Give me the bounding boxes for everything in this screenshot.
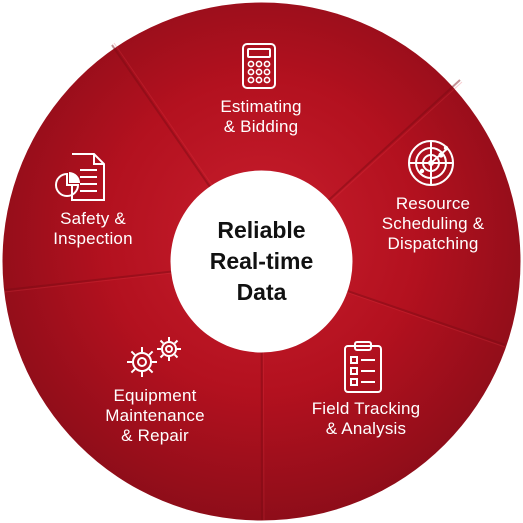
center-circle [170, 170, 353, 353]
segment-label-line: Dispatching [387, 234, 479, 253]
center-title-line: Reliable [217, 216, 306, 243]
segment-label-line: & Bidding [223, 117, 299, 136]
segment-label-line: Safety & [60, 209, 126, 228]
segment-estimating-bidding: Estimating & Bidding [196, 97, 326, 137]
segment-field-tracking: Field Tracking & Analysis [292, 399, 440, 439]
segment-label-line: Equipment [113, 386, 197, 405]
center-title-line: Data [236, 278, 287, 305]
segment-label-line: Estimating [220, 97, 302, 116]
segment-label-line: Scheduling & [381, 214, 485, 233]
center-title: Reliable Real-time Data [171, 181, 352, 341]
segment-label-line: Resource [395, 194, 471, 213]
clipboard-checklist-icon [344, 341, 382, 393]
gears-icon [127, 337, 181, 377]
segment-label-line: & Analysis [325, 419, 407, 438]
calculator-icon [242, 43, 276, 89]
segment-label-line: Field Tracking [311, 399, 421, 418]
segment-label-line: Maintenance [105, 406, 205, 425]
segment-label-line: Inspection [53, 229, 133, 248]
pie-chart-document-icon [55, 153, 105, 201]
segment-resource-scheduling: Resource Scheduling & Dispatching [366, 194, 500, 254]
radar-icon [408, 140, 454, 186]
segment-equipment-maintenance: Equipment Maintenance & Repair [88, 386, 222, 446]
center-title-line: Real-time [209, 247, 314, 274]
segment-label-line: & Repair [121, 426, 189, 445]
segment-dividers [4, 44, 506, 521]
segment-safety-inspection: Safety & Inspection [36, 209, 150, 249]
